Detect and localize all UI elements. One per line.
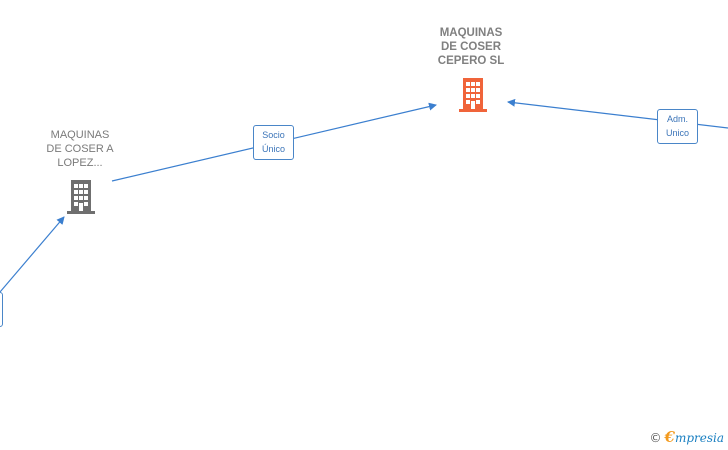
node-label-line: MAQUINAS (50, 129, 110, 141)
edge-label-line: Socio (262, 130, 285, 140)
node-label-line: LOPEZ... (57, 157, 103, 169)
edge-label-adm-unico[interactable]: Adm. Unico (657, 109, 698, 144)
building-icon-main[interactable] (457, 76, 489, 112)
building-icon-lopez[interactable] (65, 178, 97, 214)
edge-label-line: Adm. (666, 114, 688, 124)
edge-offscreen-to-left (0, 216, 65, 293)
copyright-icon: © (649, 431, 662, 445)
edge-label-offscreen[interactable] (0, 292, 3, 327)
edge-label-socio-unico[interactable]: Socio Único (253, 125, 294, 160)
node-label-cepero[interactable]: MAQUINAS DE COSER CEPERO SL (421, 26, 521, 68)
brand-e-glyph: € (664, 428, 675, 446)
node-label-line: DE COSER A (46, 143, 114, 155)
edge-label-line: Único (261, 144, 285, 154)
brand-name: mpresia (674, 431, 724, 445)
brand-logo: ©€mpresia (650, 428, 725, 446)
node-label-lopez[interactable]: MAQUINAS DE COSER A LOPEZ... (30, 128, 130, 170)
edge-label-line: Unico (665, 128, 689, 138)
node-label-line: MAQUINAS (439, 27, 503, 39)
node-label-line: CEPERO SL (437, 55, 505, 67)
node-label-line: DE COSER (440, 41, 502, 53)
